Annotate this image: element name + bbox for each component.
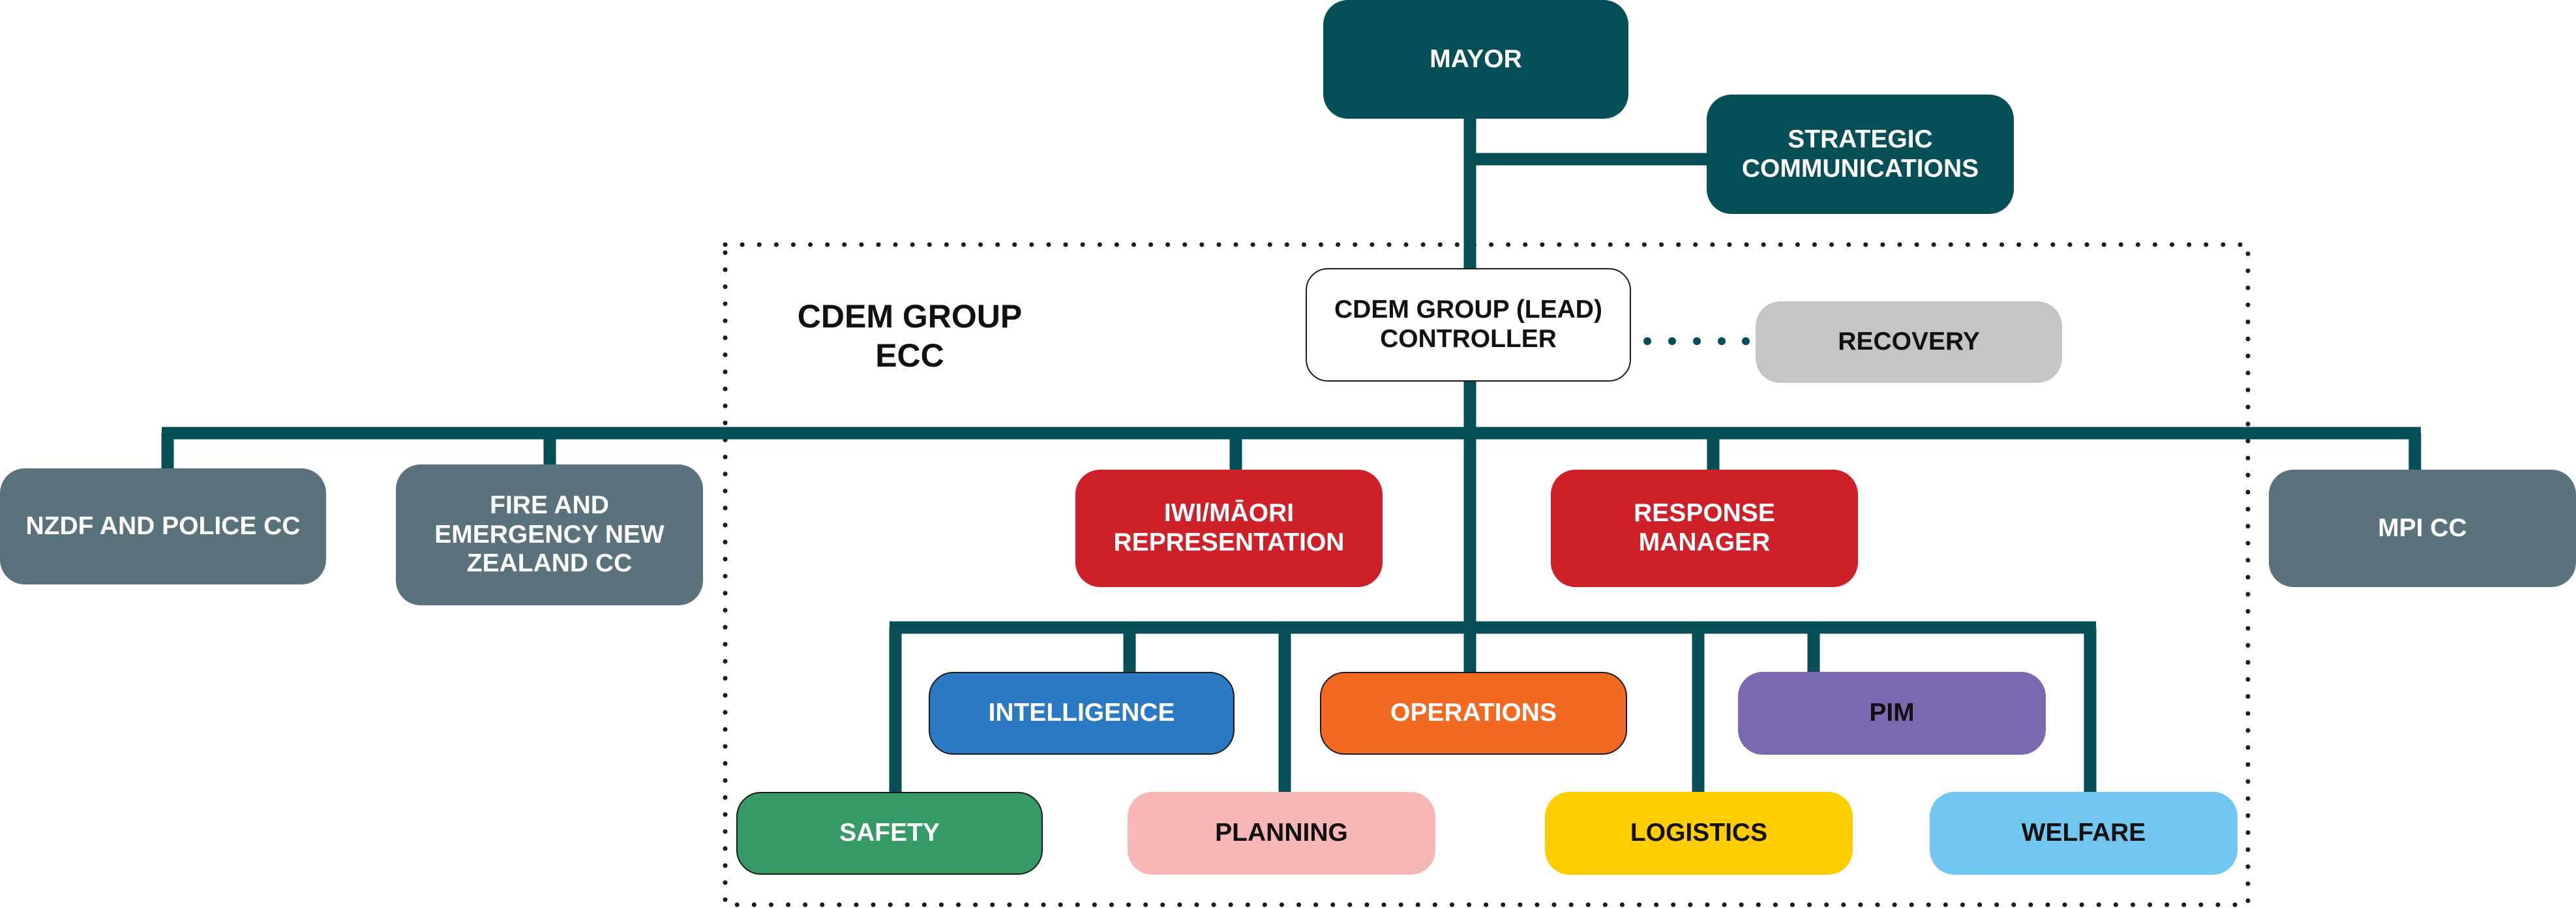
ecc-boundary (723, 242, 2251, 907)
logistics-node[interactable]: LOGISTICS (1545, 792, 1853, 875)
planning-node[interactable]: PLANNING (1128, 792, 1435, 875)
ecc-region-label: CDEM GROUP ECC (797, 298, 1023, 374)
dot (1742, 337, 1750, 345)
welfare-node[interactable]: WELFARE (1930, 792, 2238, 875)
operations-node[interactable]: OPERATIONS (1320, 672, 1627, 755)
dot (1668, 337, 1676, 345)
nzdf-police-node[interactable]: NZDF AND POLICE CC (0, 468, 326, 584)
pim-node[interactable]: PIM (1738, 672, 2046, 755)
safety-node[interactable]: SAFETY (736, 792, 1043, 875)
intelligence-node[interactable]: INTELLIGENCE (929, 672, 1235, 755)
connector-lines (161, 116, 2421, 794)
iwi-maori-node[interactable]: IWI/MĀORI REPRESENTATION (1075, 470, 1383, 587)
recovery-dotted-link (1643, 337, 1750, 345)
dot (1643, 337, 1651, 345)
mayor-node[interactable]: MAYOR (1323, 0, 1628, 119)
recovery-node[interactable]: RECOVERY (1756, 301, 2062, 383)
response-manager-node[interactable]: RESPONSE MANAGER (1551, 470, 1858, 587)
mpi-node[interactable]: MPI CC (2269, 470, 2576, 587)
dot (1718, 337, 1726, 345)
fire-emergency-node[interactable]: FIRE AND EMERGENCY NEW ZEALAND CC (396, 464, 703, 605)
controller-node[interactable]: CDEM GROUP (LEAD) CONTROLLER (1306, 268, 1631, 382)
dot (1693, 337, 1701, 345)
strategic-communications-node[interactable]: STRATEGIC COMMUNICATIONS (1707, 95, 2014, 214)
